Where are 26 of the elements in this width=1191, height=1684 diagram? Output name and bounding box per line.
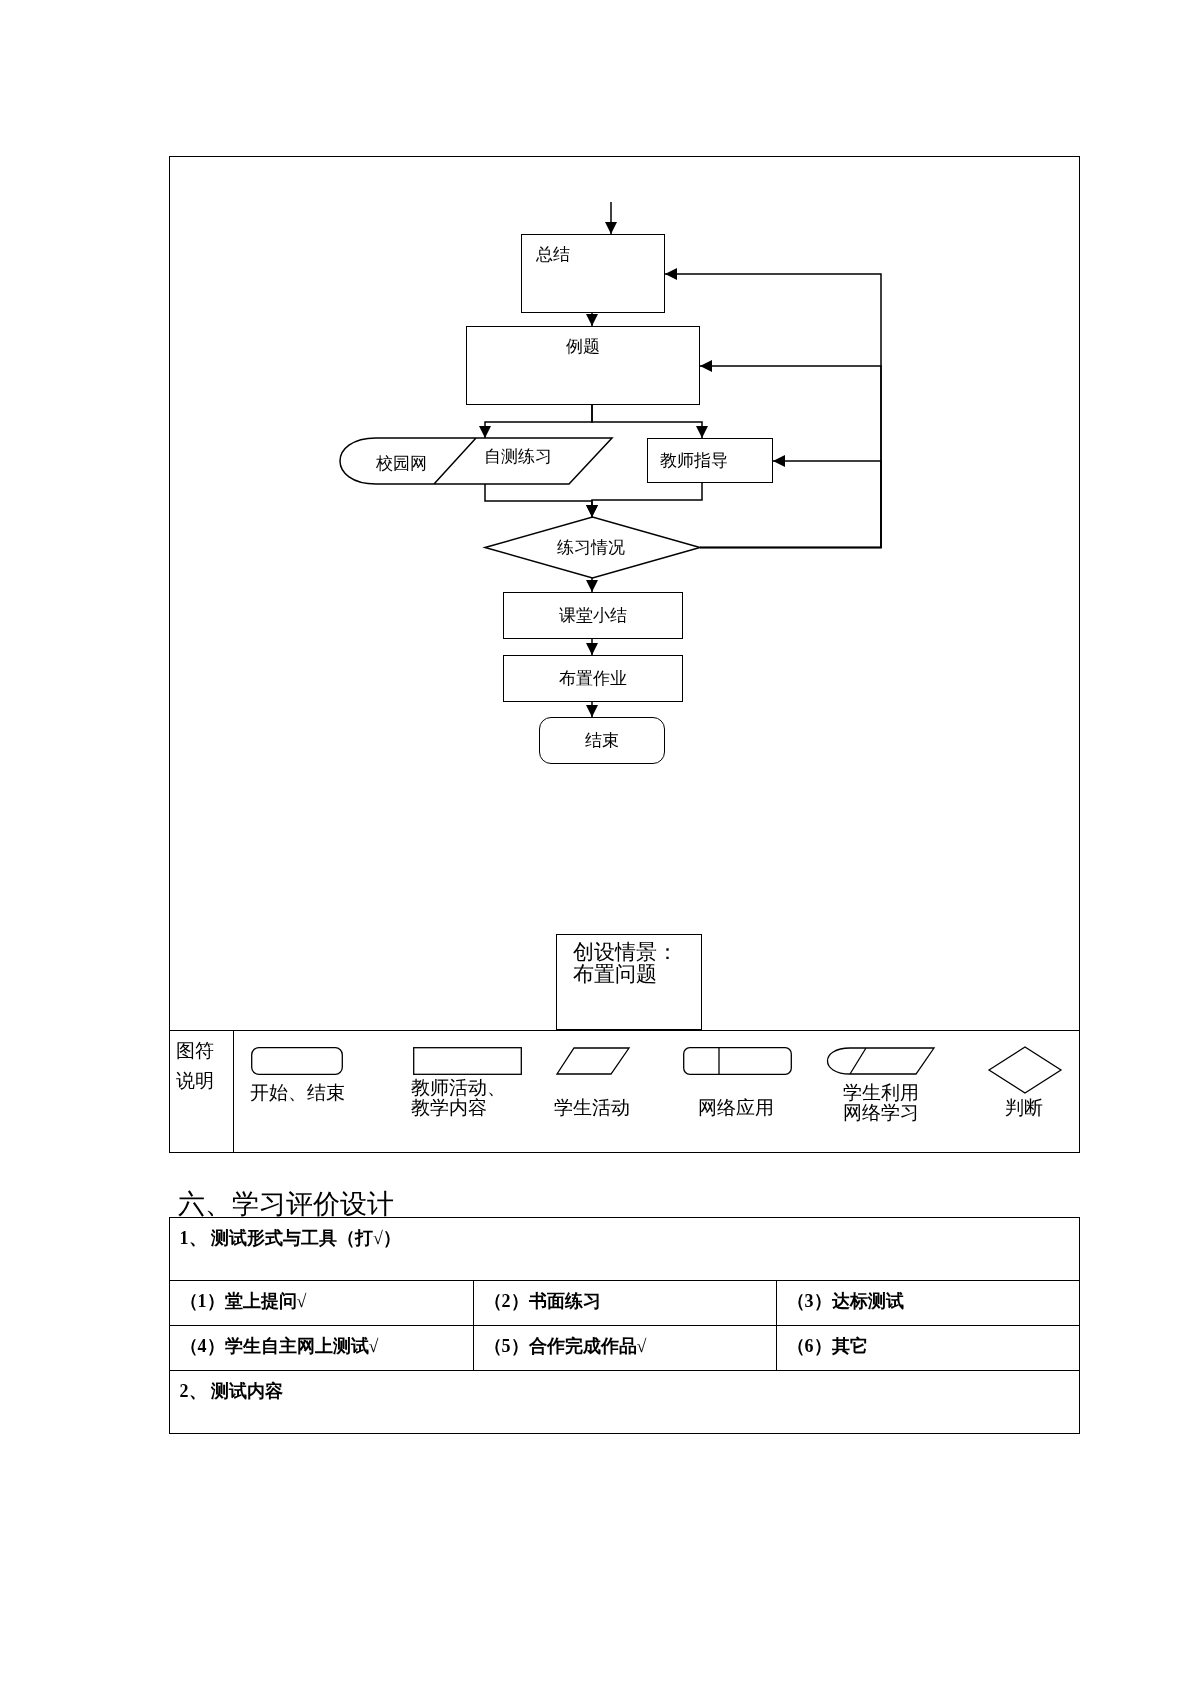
table-cell: 1、 测试形式与工具（打√） (168, 1216, 1080, 1281)
process-box: 布置作业 (503, 655, 683, 702)
legend-text: 学生活动 (554, 1098, 631, 1118)
arrow (586, 701, 598, 718)
legend-text: 教师活动、教学内容 (411, 1078, 507, 1118)
process-box: 课堂小结 (503, 592, 683, 639)
legend-heading: 图符说明 (176, 1039, 215, 1093)
arrow (586, 482, 703, 518)
node-text: 自测练习 (484, 446, 552, 468)
arrow (591, 404, 708, 439)
arrow (586, 638, 598, 656)
process-box: 教师指导 (647, 438, 773, 483)
process-box: 例题 (466, 326, 700, 405)
legend-text: 网络应用 (698, 1098, 775, 1118)
terminal-box: 结束 (539, 717, 665, 764)
node-text: 校园网 (376, 453, 427, 475)
process-box: 创设情景：布置问题 (556, 934, 702, 1030)
node-text: 练习情况 (557, 537, 625, 559)
process-box: 总结 (521, 234, 665, 313)
legend-text: 学生利用网络学习 (843, 1083, 920, 1123)
table-cell: 2、 测试内容 (168, 1369, 1080, 1434)
arrow (586, 312, 598, 327)
legend-text: 开始、结束 (250, 1083, 346, 1103)
arrow (605, 201, 617, 235)
arrow (586, 577, 598, 593)
legend-text: 判断 (1005, 1098, 1044, 1118)
